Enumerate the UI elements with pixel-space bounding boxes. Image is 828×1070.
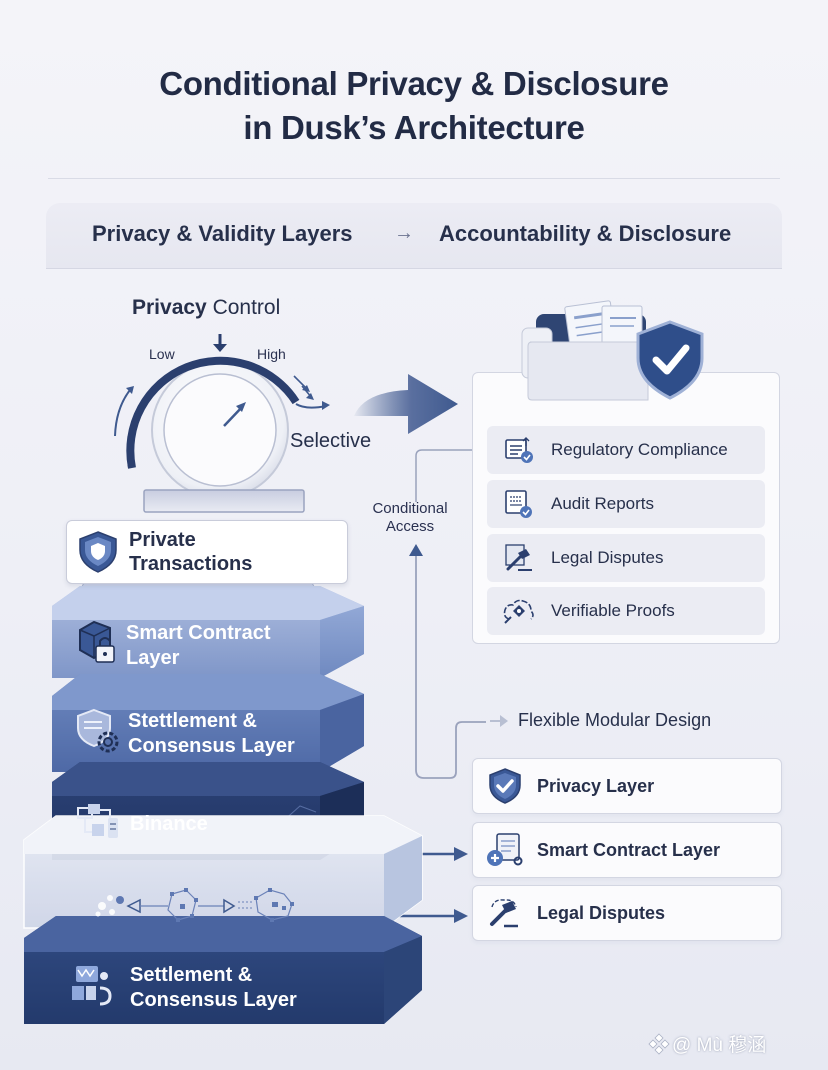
cloud-proof-icon [487,597,551,625]
module-card-legal-disputes[interactable]: Legal Disputes [472,885,782,941]
disclosure-item-label: Audit Reports [551,494,654,513]
layer-label-line-1: Binance [130,813,208,835]
layer-label: Smart Contract Layer [126,621,270,671]
disclosure-item-verifiable-proofs[interactable]: Verifiable Proofs [487,587,765,635]
watermark-text: @ Mù 穆涵 [672,1035,767,1056]
private-transactions-label: Private Transactions [129,528,252,576]
left-curve-arrow [114,389,131,437]
disclosure-item-audit-reports[interactable]: Audit Reports [487,480,765,528]
header-left-label: Privacy & Validity Layers [92,221,353,246]
dial-pointer-icon [213,344,227,352]
disclosure-item-regulatory-compliance[interactable]: Regulatory Compliance [487,426,765,474]
gavel-icon [473,897,537,929]
document-check-icon [487,436,551,464]
layer-stettlement-consensus[interactable]: Stettlement & Consensus Layer [76,708,295,759]
header-arrow-icon: → [394,222,414,244]
disclosure-item-label: Regulatory Compliance [551,440,728,459]
title-line-1: Conditional Privacy & Disclosure [159,65,669,102]
report-check-icon [487,489,551,519]
layer-label: Stettlement & Consensus Layer [128,709,295,759]
gavel-icon [487,543,551,573]
private-transactions-card[interactable]: Private Transactions [66,520,348,584]
layer-binance[interactable]: Binance [74,802,208,847]
disclosure-item-label: Legal Disputes [551,548,664,567]
dial-needle-tip [236,402,246,412]
conditional-access-label: Conditional Access [360,500,460,536]
flexible-modular-design-label: Flexible Modular Design [518,710,712,730]
dial-knob-inner [163,373,277,487]
conditional-access-line-2: Access [385,518,435,535]
folder-shield-icon [521,300,704,401]
privacy-dial[interactable] [100,330,350,520]
conditional-access-line-1: Conditional [372,500,448,517]
flexible-design-arrow-icon [490,715,508,727]
layer-label-line-2: Consensus Layer [128,734,295,757]
disclosure-item-label: Verifiable Proofs [551,601,675,620]
dial-selective-label: Selective [290,430,372,452]
shield-check-icon [473,767,537,805]
layer-label-line-1: Stettlement & [128,709,257,732]
page-title: Conditional Privacy & Disclosure in Dusk… [0,62,828,150]
dial-base [143,489,305,513]
stack-layer-settlement-consensus [24,916,422,1024]
shield-gear-icon [76,708,128,759]
module-card-label: Legal Disputes [537,902,666,923]
layer-settlement-consensus[interactable]: Settlement & Consensus Layer [70,962,297,1013]
dial-arc [126,356,300,469]
title-line-2: in Dusk’s Architecture [243,109,585,146]
cube-lock-icon [76,620,126,671]
right-curve-arrow [295,403,327,409]
layer-smart-contract[interactable]: Smart Contract Layer [76,620,270,671]
contract-gear-icon [473,832,537,868]
network-graph-icon [95,888,294,922]
disclosure-item-legal-disputes[interactable]: Legal Disputes [487,534,765,582]
privacy-control-title-rest: Control [206,296,281,319]
layer-label: Settlement & Consensus Layer [130,963,297,1013]
layer-label-line-1: Settlement & [130,963,253,986]
header-right-label: Accountability & Disclosure [439,221,732,246]
layer-label-line-2: Consensus Layer [130,988,297,1011]
module-card-label: Privacy Layer [537,775,655,796]
privacy-control-title: Privacy Control [132,296,280,320]
blocks-cycle-icon [70,962,130,1013]
private-transactions-line-1: Private [129,529,196,551]
header-band [46,203,782,269]
layer-label-line-2: Layer [126,646,180,669]
private-transactions-line-2: Transactions [129,553,253,575]
flowchart-server-icon [74,802,130,847]
dial-low-label: Low [149,346,175,362]
shield-icon [67,530,129,574]
privacy-control-title-bold: Privacy [132,296,207,319]
layer-label: Binance [130,812,208,837]
dial-high-label: High [257,346,286,362]
title-divider [48,178,780,179]
left-curve-arrowhead [126,386,134,394]
stack-layer-smart-contract [52,586,364,678]
watermark-logo-icon [648,1033,670,1060]
flow-arrow-icon [354,374,458,434]
module-card-privacy-layer[interactable]: Privacy Layer [472,758,782,814]
stack-layer-stettlement-consensus [52,674,364,772]
module-card-smart-contract-layer[interactable]: Smart Contract Layer [472,822,782,878]
module-card-label: Smart Contract Layer [537,839,721,860]
layer-label-line-1: Smart Contract [126,621,271,644]
